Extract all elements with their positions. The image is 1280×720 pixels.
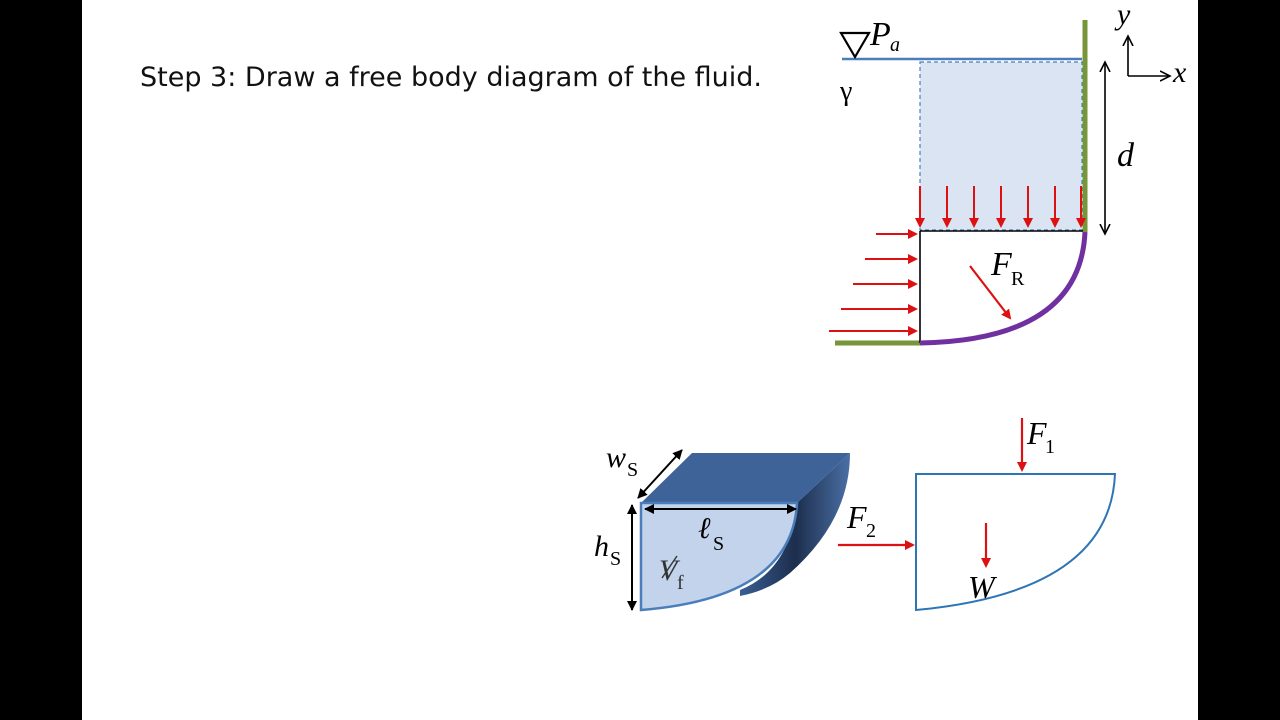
f2-label: F [846,499,867,535]
x-axis-label: x [1172,56,1187,89]
f2-subscript: 2 [866,520,876,542]
width-dimension-line [637,449,683,499]
length-subscript: S [713,533,724,555]
curved-gate [919,231,1088,346]
downward-pressure-arrows [915,186,1086,228]
depth-label: d [1117,137,1135,174]
tank-diagram: P a γ d y x F R [829,0,1187,346]
height-label: h [594,530,609,563]
axis-indicator [1128,36,1170,76]
volume-label-strike [661,555,678,579]
volume-label: V [659,554,681,587]
resultant-force-label: F [990,246,1013,283]
f1-label: F [1026,415,1047,451]
width-subscript: S [627,459,638,481]
weight-label: W [968,569,998,605]
volume-front-face [639,501,799,612]
resultant-force-subscript: R [1011,268,1025,290]
specific-weight-label: γ [839,76,852,107]
fluid-volume-3d: w S ℓ S h S V f [594,441,850,612]
length-label: ℓ [698,512,711,545]
resultant-force-arrow [969,265,1012,320]
pressure-label: P [869,16,891,53]
volume-top-face [641,453,850,503]
slide-title: Step 3: Draw a free body diagram of the … [140,62,763,93]
pressure-subscript: a [890,34,900,56]
height-subscript: S [610,548,621,570]
free-surface-symbol [839,31,871,60]
fbd-fluid-shape [915,473,1117,612]
volume-subscript: f [677,572,684,594]
f1-subscript: 1 [1045,436,1055,458]
horizontal-pressure-arrows [829,229,918,336]
free-body-diagram: F 1 F 2 W [838,415,1117,612]
y-axis-label: y [1114,0,1131,31]
width-label: w [606,441,626,474]
